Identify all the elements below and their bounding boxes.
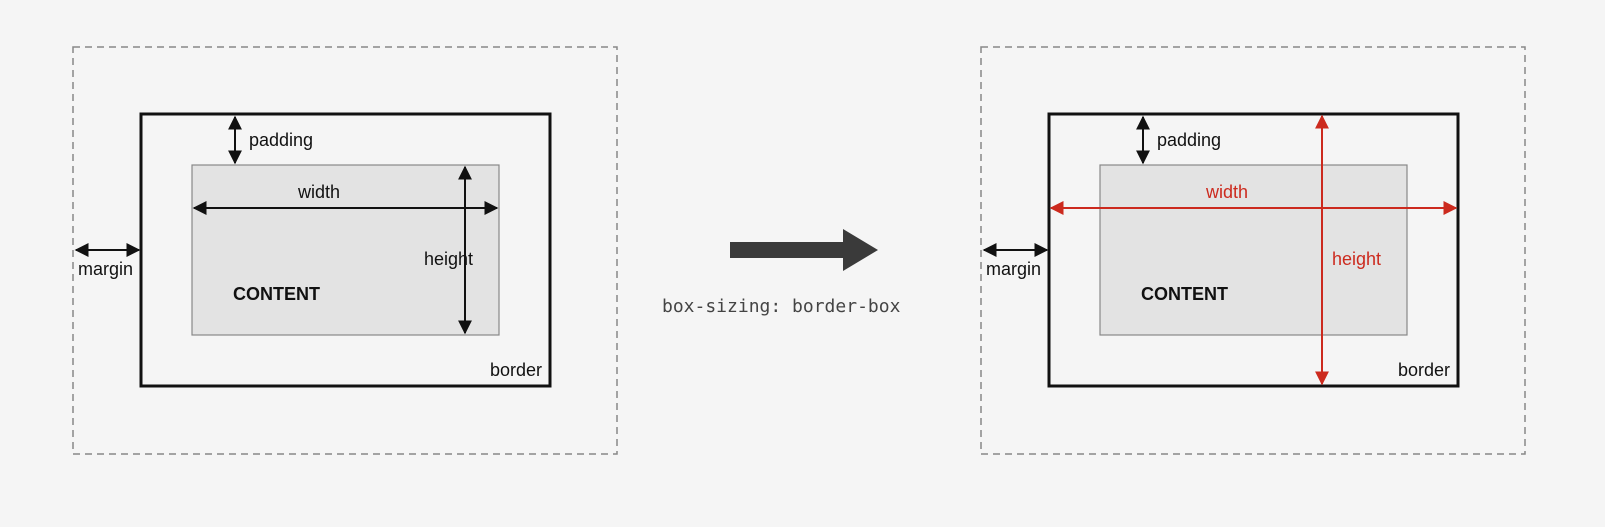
left-padding-label: padding — [249, 130, 313, 150]
right-content-box — [1099, 164, 1408, 336]
left-margin-area — [72, 46, 618, 455]
transition: box-sizing: border-box — [662, 229, 901, 317]
left-box-model: margin padding width height CONTENT bord… — [72, 46, 618, 455]
left-margin-label: margin — [78, 259, 133, 279]
right-height-label: height — [1332, 249, 1381, 269]
right-width-label: width — [1205, 182, 1248, 202]
box-sizing-caption: box-sizing: border-box — [662, 296, 901, 317]
left-content-box — [191, 164, 500, 336]
left-border-label: border — [490, 360, 542, 380]
right-padding-label: padding — [1157, 130, 1221, 150]
right-content-label: CONTENT — [1141, 284, 1228, 304]
right-margin-area — [980, 46, 1526, 455]
right-margin-label: margin — [986, 259, 1041, 279]
left-border-box — [139, 112, 552, 388]
right-arrow-icon — [730, 229, 878, 271]
right-box-model: margin padding width height CONTENT bord… — [980, 46, 1526, 455]
left-content-label: CONTENT — [233, 284, 320, 304]
right-border-label: border — [1398, 360, 1450, 380]
right-border-box — [1047, 112, 1460, 388]
left-width-label: width — [297, 182, 340, 202]
left-height-label: height — [424, 249, 473, 269]
